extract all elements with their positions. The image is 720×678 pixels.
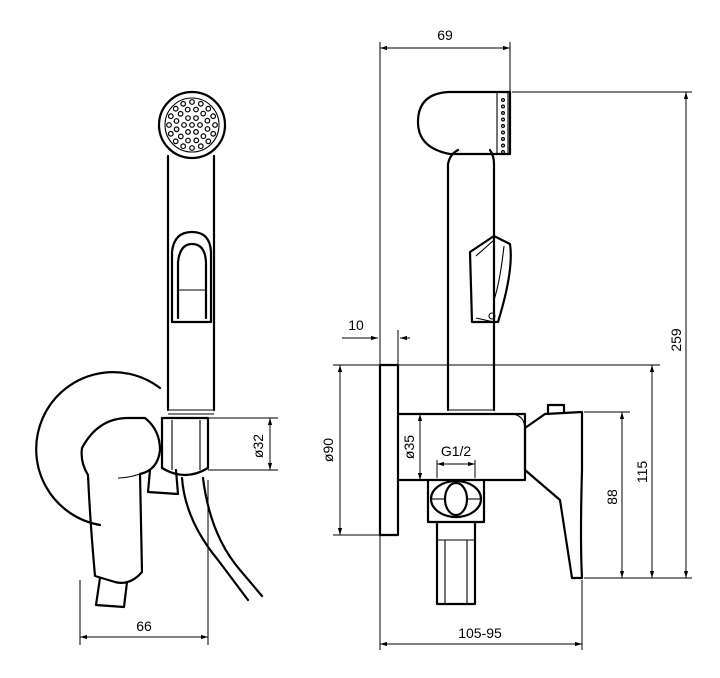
nozzle-hole xyxy=(180,100,187,107)
label-front-width: 66 xyxy=(136,618,152,634)
label-depth-range: 105-95 xyxy=(458,625,502,641)
side-nozzle-hole xyxy=(501,150,506,155)
dim-thread: G1/2 xyxy=(436,443,476,478)
side-trigger xyxy=(468,234,512,324)
side-lever xyxy=(523,410,584,580)
nozzle-hole xyxy=(173,118,180,124)
label-hose-dia: ø32 xyxy=(250,434,266,458)
dim-flange-dia: ø90 xyxy=(320,364,380,536)
dim-lever-height: 115 xyxy=(398,364,660,578)
side-spray-head xyxy=(416,90,512,156)
side-nozzle-hole xyxy=(501,143,506,148)
label-lever-height: 115 xyxy=(634,461,650,484)
front-lever xyxy=(80,416,162,584)
nozzle-hole xyxy=(167,130,174,137)
side-nozzle-hole xyxy=(501,130,506,135)
front-spray-head xyxy=(157,90,227,160)
side-nozzle-hole xyxy=(501,123,506,128)
nozzle-hole xyxy=(172,138,179,145)
nozzle-hole xyxy=(205,105,212,112)
front-holder xyxy=(160,416,210,477)
nozzle-hole xyxy=(185,137,191,144)
label-flange-dia: ø90 xyxy=(320,438,336,462)
front-trigger xyxy=(170,230,213,324)
side-nozzle-hole xyxy=(501,110,506,115)
side-nozzle-hole xyxy=(501,117,506,122)
label-top-width: 69 xyxy=(437,27,453,43)
nozzle-hole xyxy=(193,115,199,121)
nozzle-hole xyxy=(197,122,203,128)
label-body-dia: ø35 xyxy=(401,435,417,459)
dim-depth-range: 105-95 xyxy=(379,535,583,650)
label-flange-thickness: 10 xyxy=(348,317,364,333)
nozzle-hole xyxy=(193,137,200,144)
dim-body-height: 88 xyxy=(584,411,630,578)
nozzle-hole xyxy=(189,122,195,128)
nozzle-hole xyxy=(210,113,217,120)
dim-body-dia: ø35 xyxy=(401,414,423,480)
nozzle-hole xyxy=(193,106,199,113)
dim-overall-height: 259 xyxy=(512,91,692,579)
nozzle-hole xyxy=(167,113,174,120)
front-hose xyxy=(180,476,250,602)
side-view: 69 10 ø90 ø35 G1/2 xyxy=(320,27,692,650)
nozzle-hole xyxy=(189,145,195,151)
nozzle-hole xyxy=(172,105,179,112)
nozzle-hole xyxy=(177,133,184,140)
nozzle-hole xyxy=(204,126,211,132)
nozzle-hole xyxy=(200,110,207,117)
nozzle-hole xyxy=(177,110,184,117)
nozzle-hole xyxy=(173,126,180,133)
nozzle-hole xyxy=(166,122,172,128)
label-overall-height: 259 xyxy=(668,328,684,352)
side-nozzle-hole xyxy=(501,104,506,109)
dim-flange-thickness: 10 xyxy=(342,317,410,365)
nozzle-hole xyxy=(197,143,204,150)
nozzle-hole xyxy=(197,100,204,107)
nozzle-hole xyxy=(184,106,191,113)
front-handle-body xyxy=(166,154,216,412)
nozzle-hole xyxy=(180,143,187,150)
side-connector xyxy=(426,478,486,524)
side-flange xyxy=(378,363,400,537)
side-nozzle-hole xyxy=(501,137,506,142)
nozzle-hole xyxy=(193,128,199,135)
label-thread: G1/2 xyxy=(441,443,472,459)
label-body-height: 88 xyxy=(604,489,620,505)
nozzle-hole xyxy=(210,130,217,137)
nozzle-hole xyxy=(212,122,218,128)
nozzle-hole xyxy=(204,117,211,124)
front-view: 66 ø32 xyxy=(35,90,278,645)
nozzle-hole xyxy=(181,122,187,128)
dim-top-width: 69 xyxy=(379,27,511,365)
nozzle-hole xyxy=(205,138,212,145)
nozzle-hole xyxy=(185,128,191,135)
side-nozzle-hole xyxy=(501,97,506,102)
nozzle-hole xyxy=(185,115,191,121)
dim-front-width: 66 xyxy=(79,480,209,645)
nozzle-hole xyxy=(189,99,195,105)
nozzle-hole xyxy=(200,133,207,140)
front-rosette xyxy=(35,371,162,527)
dim-hose-dia: ø32 xyxy=(208,417,278,471)
